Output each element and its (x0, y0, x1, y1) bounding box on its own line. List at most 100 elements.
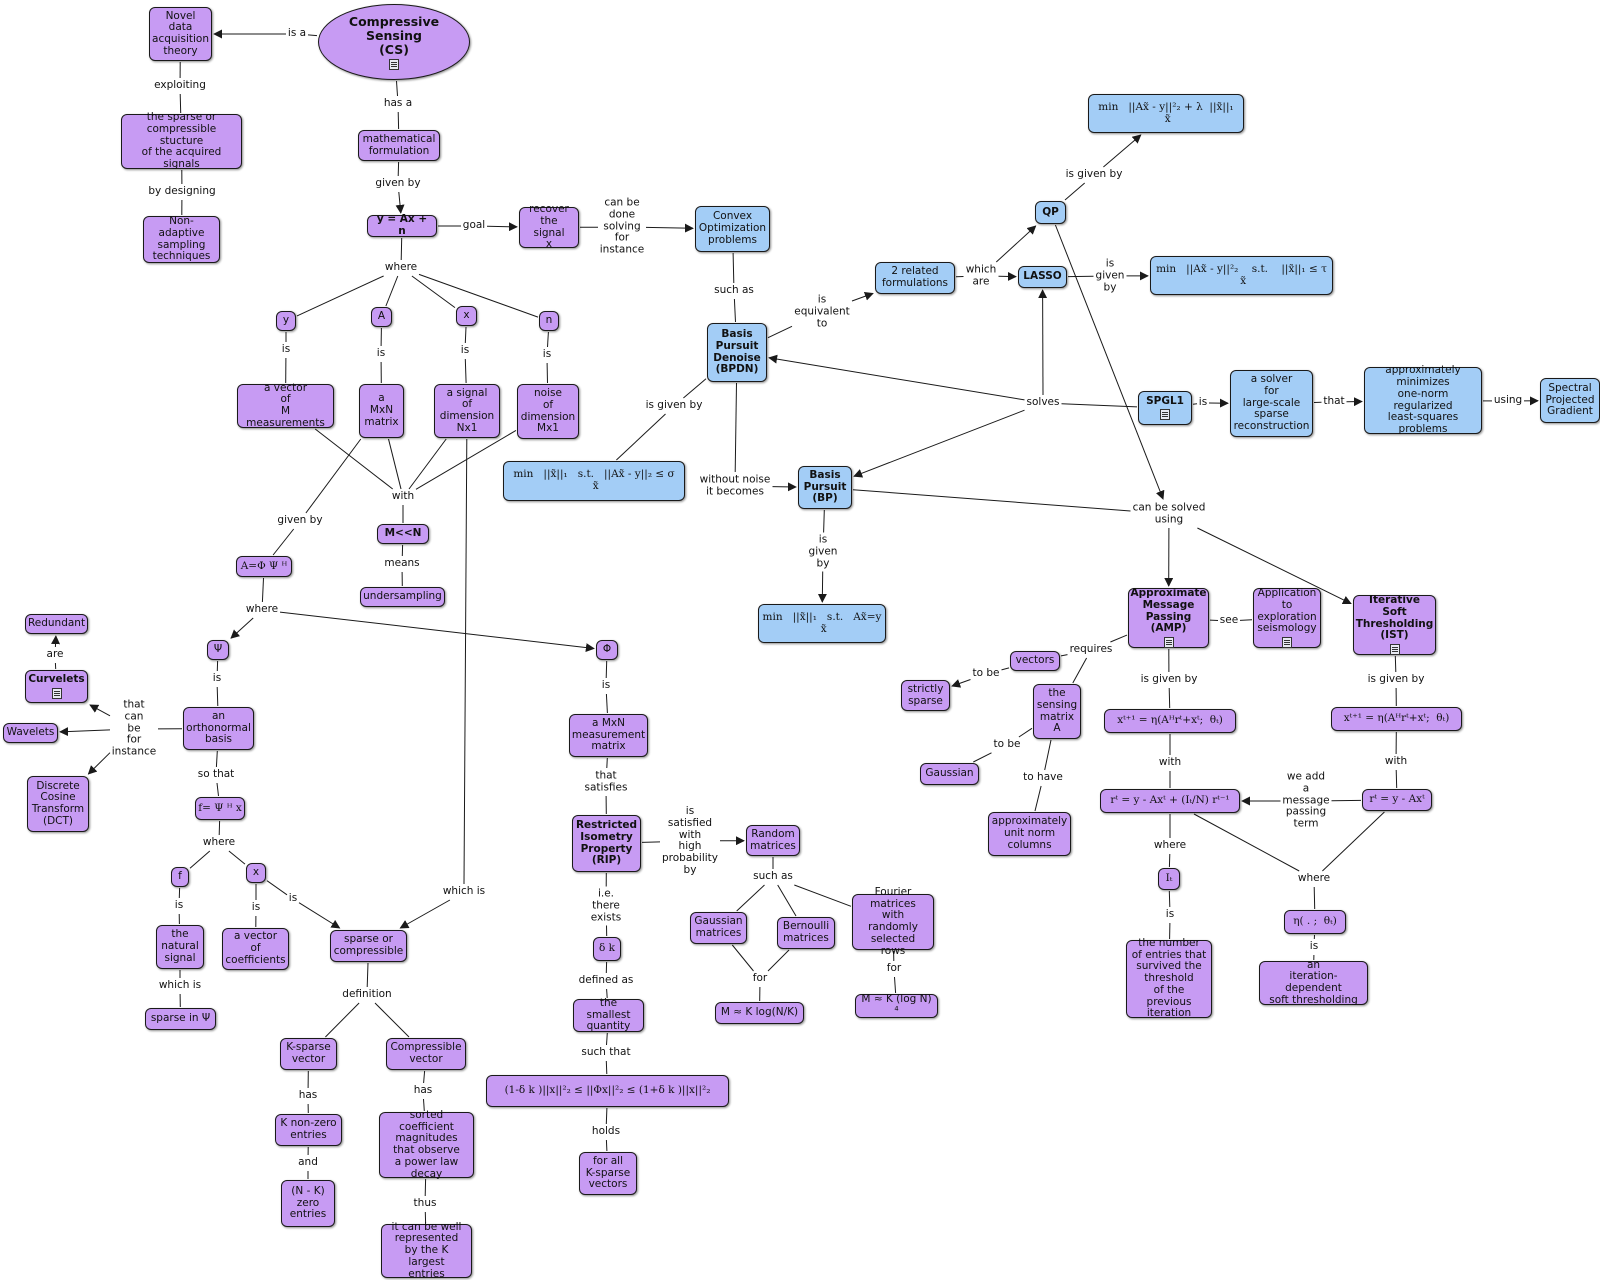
node-yaxn: y = Ax + n (367, 213, 437, 237)
link-label-isgivenby-lasso: is given by (1094, 257, 1126, 295)
node-text: Restricted Isometry Property (RIP) (575, 819, 638, 867)
node-amp: Approximate Message Passing (AMP) (1128, 587, 1209, 648)
link-label-where2: where (244, 603, 280, 617)
link-label-withoutnoise: without noise it becomes (698, 473, 772, 499)
connector-spgl1-to-l_solves (1061, 403, 1138, 408)
node-text: Curvelets (28, 673, 85, 686)
connector-l_givenby-to-yaxn (395, 191, 405, 214)
link-label-with: with (390, 490, 416, 504)
connector-l_tobe1-to-strictly (951, 679, 971, 688)
node-text: rᵗ = y - Axᵗ (1369, 793, 1425, 806)
link-label-is-eta: is (1308, 940, 1320, 954)
document-icon[interactable] (1163, 637, 1174, 648)
link-label-is-It: is (1164, 908, 1176, 922)
link-label-sothat: so that (196, 768, 236, 782)
node-text: LASSO (1023, 270, 1062, 283)
connector-l_has2-to-sorted (423, 1098, 425, 1112)
node-MllN: M<<N (377, 524, 429, 544)
node-n-desc: noise of dimension Mx1 (517, 384, 579, 439)
node-undersampling: undersampling (360, 587, 445, 607)
connector-l_where2-to-psi (230, 617, 254, 639)
link-label-is-x: is (459, 344, 471, 358)
node-text: Compressible vector (390, 1041, 462, 1065)
connector-l_is_psi-to-orthonormal (216, 686, 219, 707)
node-text: a vector of M measurements (246, 381, 325, 429)
node-text: f (178, 870, 182, 883)
node-nkzero: (N - K) zero entries (281, 1180, 335, 1227)
link-label-is-psi: is (211, 672, 223, 686)
connector-l_whichare-to-qp (995, 225, 1037, 263)
link-label-isgivenby-bp: is given by (807, 533, 839, 571)
link-label-is-phi: is (600, 679, 612, 693)
node-solver: a solver for large-scale sparse reconstr… (1230, 370, 1313, 437)
document-icon[interactable] (389, 58, 399, 70)
node-f-eq: f= Ψ ᴴ x (195, 797, 245, 820)
node-sparse-struct: the sparse or compressible stucture of t… (121, 111, 242, 170)
connector-l_requires-to-sensing_A (1072, 657, 1088, 684)
node-bp: Basis Pursuit (BP) (798, 466, 852, 509)
connector-mxn_meas-to-l_thatsatisfies (606, 757, 608, 769)
node-text: Fourier matrices with randomly selected … (868, 885, 918, 957)
node-bp-eq: min ||x̃||₁ s.t. Ax̃=y x̃ (758, 604, 886, 643)
link-label-whichis: which is (157, 979, 203, 993)
connector-l_is_phi-to-mxn_meas (605, 693, 608, 714)
node-text: the number of entries that survived the … (1131, 936, 1207, 1020)
connector-l_where1-to-x (411, 275, 456, 309)
connector-l_sothat-to-f_eq (216, 782, 219, 797)
node-text: Φ (602, 643, 612, 656)
link-label-is-f: is (173, 899, 185, 913)
connector-convex-to-l_suchas (732, 252, 735, 284)
node-text: undersampling (363, 590, 442, 603)
connector-l_where2-to-phi (279, 611, 595, 653)
node-text: x (252, 866, 260, 879)
connector-A_desc-to-l_givenby2 (305, 438, 362, 514)
connector-sensing_A-to-l_tobe2 (1018, 727, 1033, 738)
connector-x-to-l_is_x (464, 326, 467, 344)
node-rip: Restricted Isometry Property (RIP) (572, 815, 641, 872)
connector-qp-to-l_isgivenby_qp (1064, 182, 1086, 201)
node-text: Compressive Sensing (CS) (348, 13, 440, 57)
link-label-isgivenby-amp: is given by (1139, 673, 1199, 687)
connector-l_requires-to-vectors (1060, 654, 1068, 657)
node-lasso-eq: min ||Ax̃ - y||²₂ s.t. ||x̃||₁ ≤ τ x̃ (1150, 256, 1333, 295)
node-text: Non-adaptive sampling techniques (152, 215, 211, 263)
node-strictly: strictly sparse (901, 680, 950, 711)
document-icon[interactable] (1160, 409, 1170, 421)
node-random: Random matrices (746, 825, 800, 856)
node-knonzero: K non-zero entries (275, 1114, 342, 1146)
link-label-tobe2: to be (992, 738, 1022, 752)
node-A-phi: A=Φ Ψ ᴴ (236, 556, 292, 577)
node-ist-x: xᵗ⁺¹ = η(Aᴴrᵗ+xᵗ; θₜ) (1331, 707, 1462, 731)
link-label-is-y: is (280, 343, 292, 357)
node-text: recover the signal x (529, 203, 569, 251)
node-text: a MxN matrix (364, 392, 399, 428)
connector-l_isgivenby_amp-to-amp_x (1168, 687, 1171, 709)
node-text: rᵗ = y - Axᵗ + (Iₜ/N) rᵗ⁻¹ (1110, 794, 1230, 807)
node-delta-k: δ k (593, 937, 621, 961)
link-label-issatisfied: is satisfied with high probability by (660, 804, 720, 878)
connector-l_is_x2b-to-sparse_comp (298, 902, 341, 929)
node-text: the sensing matrix A (1036, 687, 1078, 735)
node-text: Bernoulli matrices (782, 920, 830, 944)
node-text: (N - K) zero entries (289, 1184, 327, 1221)
node-compressible: Compressible vector (386, 1038, 466, 1070)
node-text: Iₜ (1165, 872, 1173, 885)
node-ksparse: K-sparse vector (280, 1038, 337, 1070)
node-sensing-A: the sensing matrix A (1033, 684, 1081, 739)
connector-l_whichis2-to-sparse_comp (399, 899, 451, 929)
document-icon[interactable] (1282, 637, 1292, 648)
node-two-rel: 2 related formulations (875, 262, 955, 294)
link-label-where3: where (201, 836, 237, 850)
connector-l_holds-to-forall_k (605, 1139, 608, 1152)
node-text: Ψ (213, 643, 223, 656)
link-label-isequiv: is equivalent to (793, 293, 851, 331)
document-icon[interactable] (1389, 644, 1400, 655)
link-label-and: and (297, 1156, 319, 1170)
connector-l_definedas-to-smallest (606, 988, 608, 999)
document-icon[interactable] (51, 687, 62, 699)
node-text: it can be well represented by the K larg… (391, 1220, 462, 1280)
node-novel: Novel data acquisition theory (149, 7, 212, 61)
node-cs: Compressive Sensing (CS) (318, 4, 470, 80)
node-text: Approximate Message Passing (AMP) (1130, 587, 1207, 635)
node-sparse-psi: sparse in Ψ (145, 1008, 216, 1030)
